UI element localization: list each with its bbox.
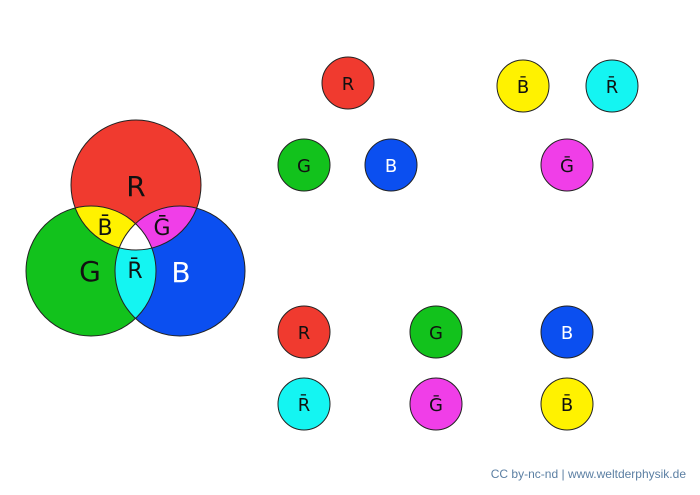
svg-text:R: R xyxy=(298,323,311,344)
svg-text:B: B xyxy=(561,323,573,344)
svg-text:B̄: B̄ xyxy=(517,76,529,98)
venn-label-green: G xyxy=(79,255,101,288)
svg-text:G: G xyxy=(297,156,311,177)
svg-text:R̄: R̄ xyxy=(298,394,311,416)
venn-label-red: R xyxy=(126,170,145,203)
complementary-row: R̄ Ḡ B̄ xyxy=(277,377,594,431)
venn-label-blue: B xyxy=(171,256,190,289)
venn-label-cyan: R̄ xyxy=(127,258,142,284)
svg-text:B̄: B̄ xyxy=(561,394,573,416)
circle-magenta-row2: Ḡ xyxy=(409,377,463,431)
circle-blue-top: B xyxy=(364,138,418,192)
circle-red-row1: R xyxy=(277,305,331,359)
svg-text:Ḡ: Ḡ xyxy=(560,155,574,177)
primary-row: R G B xyxy=(277,305,594,359)
circle-yellow-top: B̄ xyxy=(496,59,550,113)
circle-cyan-top: R̄ xyxy=(585,59,639,113)
circle-blue-row1: B xyxy=(540,305,594,359)
credit-line: CC by-nc-nd | www.weltderphysik.de xyxy=(491,467,686,481)
circle-yellow-row2: B̄ xyxy=(540,377,594,431)
circle-red-top: R xyxy=(321,56,375,110)
complementary-group: B̄ R̄ Ḡ xyxy=(496,59,639,192)
venn-diagram: R G B B̄ Ḡ R̄ xyxy=(25,119,246,337)
additive-primaries-group: R G B xyxy=(277,56,418,192)
svg-text:R̄: R̄ xyxy=(606,76,619,98)
svg-text:R: R xyxy=(342,74,355,95)
circle-cyan-row2: R̄ xyxy=(277,377,331,431)
circle-green-row1: G xyxy=(409,305,463,359)
svg-text:G: G xyxy=(429,323,443,344)
license-text: CC by-nc-nd xyxy=(490,467,559,481)
circle-magenta-top: Ḡ xyxy=(540,138,594,192)
circle-green-top: G xyxy=(277,138,331,192)
website-link[interactable]: www.weltderphysik.de xyxy=(567,467,686,481)
venn-label-magenta: Ḡ xyxy=(153,215,170,241)
credit-separator: | xyxy=(561,467,565,481)
svg-text:B: B xyxy=(385,156,397,177)
svg-text:Ḡ: Ḡ xyxy=(429,394,443,416)
venn-label-yellow: B̄ xyxy=(97,215,112,241)
